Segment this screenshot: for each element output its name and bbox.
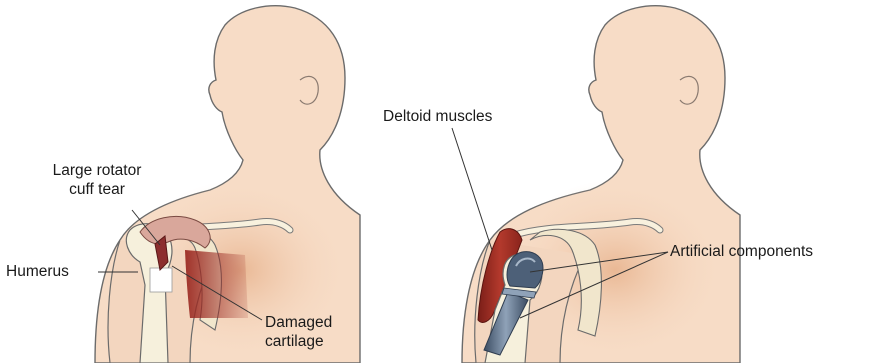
leader-deltoid bbox=[452, 128, 492, 250]
label-damaged-cartilage: Damaged cartilage bbox=[265, 313, 332, 351]
left-damaged-muscle bbox=[185, 250, 248, 318]
label-large-rotator-cuff-tear: Large rotator cuff tear bbox=[12, 161, 182, 199]
left-joint-highlight bbox=[150, 268, 172, 292]
label-damaged-line1: Damaged bbox=[265, 313, 332, 332]
right-figure bbox=[452, 6, 740, 363]
label-deltoid-muscles: Deltoid muscles bbox=[383, 107, 492, 126]
label-damaged-line2: cartilage bbox=[265, 332, 332, 351]
label-humerus: Humerus bbox=[6, 262, 69, 281]
right-implant-cup bbox=[507, 252, 543, 288]
label-rotator-line1: Large rotator bbox=[12, 161, 182, 180]
label-artificial-components: Artificial components bbox=[670, 242, 813, 261]
label-rotator-line2: cuff tear bbox=[12, 180, 182, 199]
